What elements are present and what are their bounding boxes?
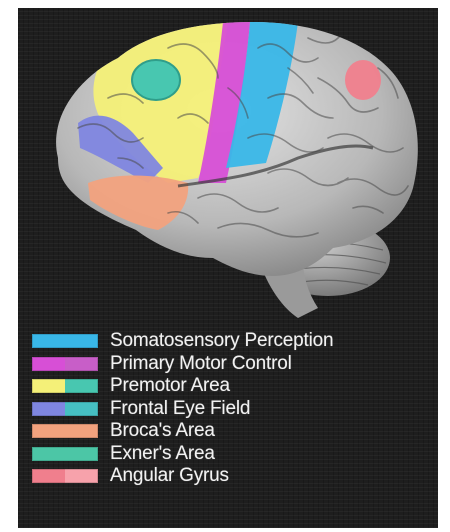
legend-item-angular-gyrus: Angular Gyrus — [32, 465, 333, 488]
legend-item-frontal-eye-field: Frontal Eye Field — [32, 398, 333, 421]
legend-swatch — [32, 424, 98, 438]
legend-label: Angular Gyrus — [110, 466, 229, 486]
legend-item-exner: Exner's Area — [32, 443, 333, 466]
brain-figure: Somatosensory Perception Primary Motor C… — [18, 8, 438, 528]
legend-label: Broca's Area — [110, 421, 215, 441]
legend-swatch — [32, 357, 98, 371]
legend-swatch — [32, 402, 98, 416]
legend-label: Primary Motor Control — [110, 354, 292, 374]
legend: Somatosensory Perception Primary Motor C… — [32, 330, 333, 488]
legend-swatch — [32, 379, 98, 393]
brain-diagram — [18, 8, 438, 328]
legend-label: Somatosensory Perception — [110, 331, 333, 351]
legend-item-broca: Broca's Area — [32, 420, 333, 443]
legend-swatch — [32, 469, 98, 483]
legend-swatch — [32, 334, 98, 348]
legend-label: Premotor Area — [110, 376, 230, 396]
legend-item-premotor: Premotor Area — [32, 375, 333, 398]
legend-swatch — [32, 447, 98, 461]
exner-region — [132, 60, 180, 100]
legend-label: Exner's Area — [110, 444, 215, 464]
legend-item-primary-motor: Primary Motor Control — [32, 353, 333, 376]
angular-gyrus-region — [345, 60, 381, 100]
legend-label: Frontal Eye Field — [110, 399, 250, 419]
legend-item-somatosensory: Somatosensory Perception — [32, 330, 333, 353]
